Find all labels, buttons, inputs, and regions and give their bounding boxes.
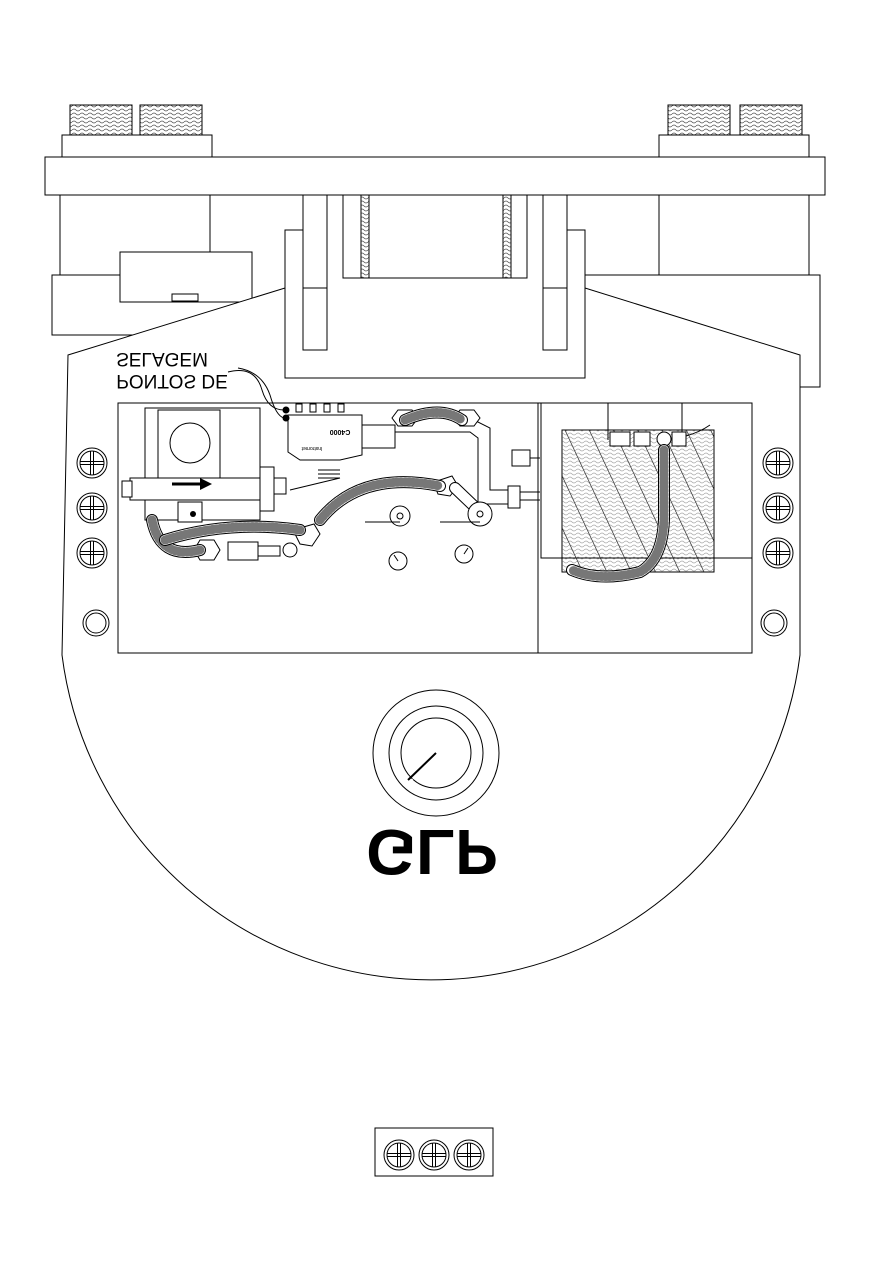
top-left-hose-blocks <box>61 104 213 158</box>
sealing-points-line1: PONTOS DE <box>116 370 228 391</box>
left-slot <box>171 293 199 302</box>
screw-icon <box>76 492 108 524</box>
sealing-points-callout: PONTOS DE SELAGEM <box>116 348 285 419</box>
top-right-hose-blocks <box>658 104 810 158</box>
screw-icon <box>418 1139 450 1171</box>
heat-exchanger <box>561 403 715 583</box>
screw-icon <box>383 1139 415 1171</box>
screw-icon <box>76 537 108 569</box>
piping <box>274 417 540 509</box>
screw-icon <box>76 447 108 479</box>
bottom-junction-box <box>374 1127 494 1177</box>
left-screws <box>76 447 110 637</box>
central-column <box>284 194 586 379</box>
sealing-points-line2: SELAGEM <box>116 348 208 369</box>
meter-c4000: C4000 Instromet <box>282 403 396 479</box>
filter-assembly <box>121 407 275 523</box>
flow-direction-arrow-icon <box>200 478 212 490</box>
fuel-type-label: GLP <box>366 816 498 888</box>
screw-icon <box>762 447 794 479</box>
right-screws <box>760 447 794 637</box>
pulleys <box>365 501 493 527</box>
screw-icon <box>762 492 794 524</box>
screw-icon <box>453 1139 485 1171</box>
canopy-bar <box>44 156 826 196</box>
meter-brand-label: Instromet <box>301 445 322 451</box>
main-pressure-gauge <box>372 689 500 817</box>
gauge-needle <box>407 752 437 781</box>
meter-model-label: C4000 <box>330 428 351 435</box>
internal-hoses <box>146 406 484 558</box>
small-gauges <box>388 544 474 571</box>
screw-icon <box>762 537 794 569</box>
